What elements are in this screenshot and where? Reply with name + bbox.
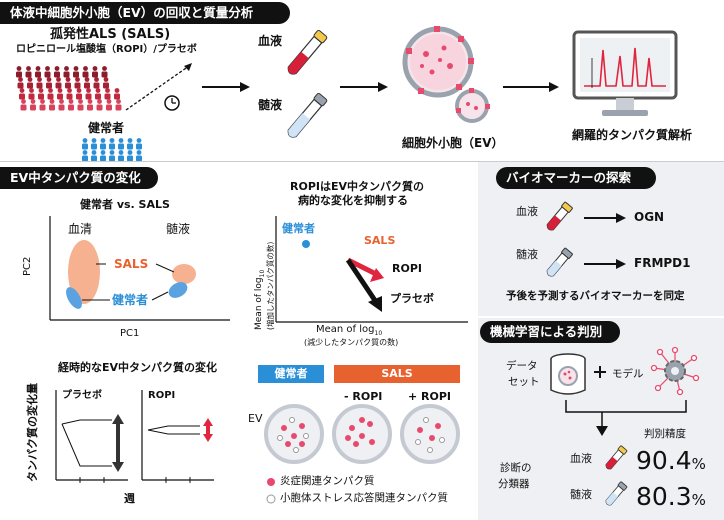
- ml-classifier-1: 診断の: [500, 462, 532, 474]
- ev-minus-ropi: - ROPI: [344, 390, 383, 403]
- ropi-healthy-label: 健常者: [282, 222, 315, 235]
- ev-sals-ropi-icon: [400, 404, 460, 464]
- time-placebo-label: プラセボ: [62, 390, 102, 401]
- pca-sals-label: SALS: [114, 257, 149, 271]
- ml-bracket-arrow-icon: [565, 400, 687, 436]
- healthy-crowd-icon: [82, 138, 142, 162]
- ev-sals-tag: SALS: [334, 365, 460, 383]
- ev-comparison-icons: [264, 404, 460, 464]
- pca-sals-serum-ellipse: [68, 240, 100, 304]
- legend-inflam-label: 炎症関連タンパク質: [280, 475, 375, 487]
- bm-csf-label: 髄液: [516, 248, 538, 261]
- ml-dataset-2: セット: [508, 376, 540, 388]
- plus-icon: [594, 366, 606, 378]
- pca-sals-csf-ellipse: [172, 264, 196, 284]
- patient-crowd-icon: [16, 63, 192, 111]
- ropi-ylabel-2: (増加したタンパク質の数): [266, 241, 275, 330]
- ropi-placebo-label: プラセボ: [390, 292, 434, 305]
- ml-header: 機械学習による判別: [480, 321, 620, 343]
- bm-blood-tube-icon: [546, 201, 573, 231]
- pca-csf-label: 髄液: [166, 222, 191, 236]
- ev-label: 細胞外小胞（EV）: [402, 136, 504, 150]
- time-course-plots: [55, 390, 214, 483]
- pca-healthy-label: 健常者: [112, 293, 149, 307]
- ev-sals-no-ropi-icon: [332, 404, 392, 464]
- csf-tube-icon: [287, 93, 328, 138]
- ropi-xlabel-2: (減少したタンパク質の数): [304, 338, 399, 347]
- bm-note: 予後を予測するバイオマーカーを同定: [506, 290, 685, 302]
- mass-spectrometry-monitor-icon: [572, 30, 678, 116]
- pca-plot: [49, 216, 230, 321]
- biomarker-header: バイオマーカーの探索: [496, 167, 656, 189]
- ev-healthy-tag: 健常者: [258, 365, 324, 383]
- time-ylabel: タンパク質の変化量: [26, 383, 39, 482]
- section-divider-h: [0, 161, 724, 162]
- legend-inflam-marker: [267, 478, 275, 486]
- legend-er-label: 小胞体ストレス応答関連タンパク質: [280, 492, 448, 504]
- ml-blood-tube-icon: [605, 445, 628, 470]
- arrow-to-ev-icon: [340, 82, 388, 92]
- ev-plus-ropi: + ROPI: [408, 390, 452, 403]
- drug-line: ロピニロール塩酸塩（ROPI）/プラセボ: [16, 44, 197, 55]
- pca-healthy-serum-ellipse: [66, 287, 82, 309]
- ropi-ropi-label: ROPI: [392, 262, 422, 275]
- ropi-xlabel: Mean of log10: [316, 324, 383, 337]
- arrow-to-samples-icon: [202, 82, 250, 92]
- legend-er-marker: [266, 494, 276, 504]
- ev-side-label: EV: [248, 412, 263, 425]
- bm-frmpd1: FRMPD1: [634, 256, 691, 270]
- ropi-title-1: ROPIはEV中タンパク質の: [290, 180, 425, 193]
- ml-dataset-1: データ: [506, 360, 538, 372]
- dataset-cylinder-icon: [550, 353, 586, 395]
- ev-healthy-icon: [264, 404, 324, 464]
- ml-csf-tube-icon: [605, 481, 628, 506]
- pca-ylabel: PC2: [22, 256, 33, 276]
- ml-accuracy-label: 判別精度: [644, 428, 686, 440]
- ml-blood-label: 血液: [570, 452, 592, 465]
- arrow-to-ms-icon: [503, 82, 559, 92]
- ml-csf-accuracy: 80.3%: [636, 482, 706, 511]
- sample-blood-label: 血液: [258, 34, 283, 48]
- healthy-label: 健常者: [88, 121, 125, 135]
- ropi-healthy-point: [302, 240, 310, 248]
- bm-arrow-2-icon: [584, 259, 626, 269]
- pca-title: 健常者 vs. SALS: [80, 198, 170, 211]
- ml-csf-label: 髄液: [570, 488, 592, 501]
- time-ropi-label: ROPI: [148, 390, 176, 401]
- bm-blood-label: 血液: [516, 205, 538, 218]
- main-header: 体液中細胞外小胞（EV）の回収と質量分析: [0, 2, 290, 24]
- blood-tube-icon: [287, 30, 328, 75]
- ml-model-label: モデル: [612, 368, 644, 380]
- ml-panel: [478, 318, 724, 520]
- sals-title: 孤発性ALS (SALS): [50, 27, 171, 42]
- time-xlabel: 週: [124, 492, 135, 505]
- ropi-sals-label: SALS: [364, 234, 396, 247]
- ml-classifier-2: 分類器: [498, 478, 530, 490]
- extracellular-vesicle-icon: [402, 26, 490, 123]
- ropi-plot: [275, 216, 468, 323]
- ev-change-header: EV中タンパク質の変化: [0, 167, 158, 189]
- sample-csf-label: 髄液: [258, 98, 283, 112]
- bm-arrow-1-icon: [584, 213, 626, 223]
- ropi-title-2: 病的な変化を抑制する: [298, 194, 408, 207]
- bm-csf-tube-icon: [546, 247, 573, 277]
- model-gear-network-icon: [650, 346, 700, 396]
- pca-xlabel: PC1: [120, 328, 140, 339]
- pca-serum-label: 血清: [68, 222, 93, 236]
- ropi-ylabel: Mean of log10: [254, 269, 266, 330]
- bm-ogn: OGN: [634, 210, 665, 224]
- proteomics-label: 網羅的タンパク質解析: [572, 128, 693, 142]
- time-title: 経時的なEV中タンパク質の変化: [58, 361, 218, 374]
- ml-blood-accuracy: 90.4%: [636, 446, 706, 475]
- pca-healthy-csf-ellipse: [168, 282, 188, 298]
